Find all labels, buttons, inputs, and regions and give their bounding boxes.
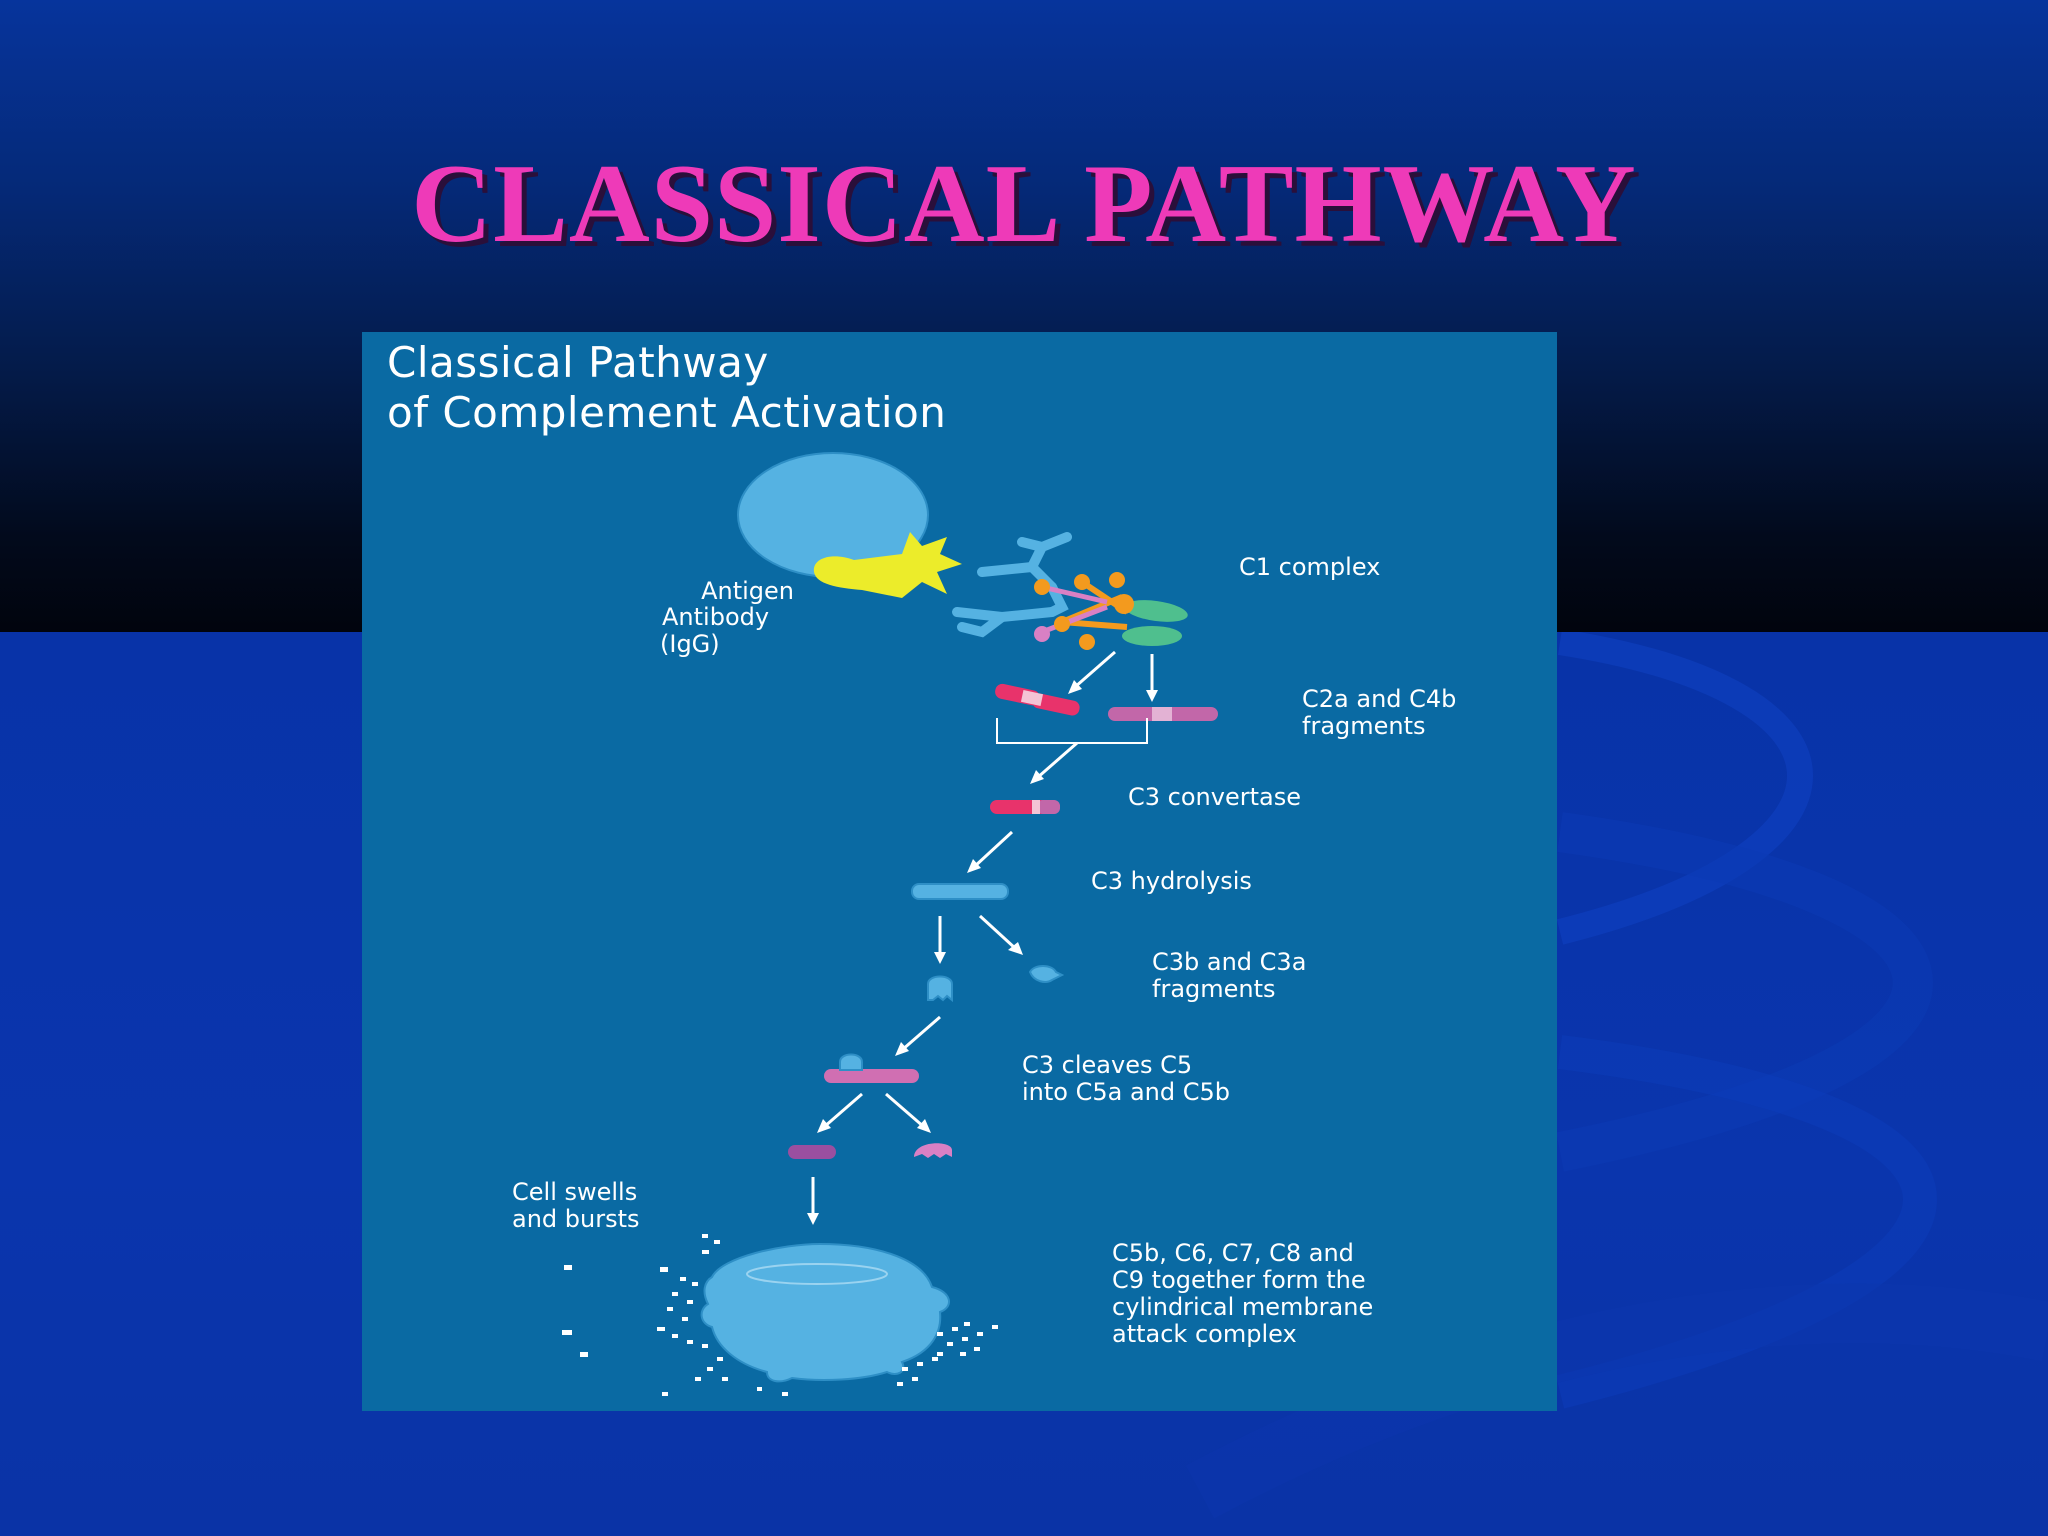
c1-complex-icon <box>1034 572 1188 650</box>
c3-molecule-icon <box>911 883 1009 900</box>
c3-convertase-label: C3 convertase <box>1128 783 1301 811</box>
antigen-label: Antigen <box>701 577 794 605</box>
c3-cleaves-c5-label: C3 cleaves C5 into C5a and C5b <box>1022 1051 1231 1107</box>
igg-label: (IgG) <box>660 630 720 658</box>
c3-convertase-icon <box>990 800 1060 814</box>
c2a-fragment-icon <box>995 683 1080 716</box>
membrane-attack-complex-label: C5b, C6, C7, C8 and C9 together form the… <box>1112 1239 1374 1349</box>
c1-complex-label: C1 complex <box>1239 553 1381 581</box>
pathway-figure: Classical Pathway of Complement Activati… <box>362 332 1557 1411</box>
antibody-label: Antibody <box>662 603 770 631</box>
slide-title: CLASSICAL PATHWAY <box>411 142 1637 266</box>
c2a-c4b-label: C2a and C4b fragments <box>1302 685 1457 741</box>
decorative-swirls <box>1185 632 2048 1519</box>
c4b-fragment-icon <box>1108 707 1218 721</box>
c3-hydrolysis-label: C3 hydrolysis <box>1091 867 1252 895</box>
lysed-cell-icon <box>700 1242 950 1383</box>
cell-swells-label: Cell swells and bursts <box>512 1178 640 1234</box>
pathway-diagram <box>562 452 1218 1396</box>
c3b-fragment-icon <box>927 975 953 1003</box>
antibody-igg-icon <box>952 532 1072 638</box>
arrow-icon <box>1074 650 1154 694</box>
c5-molecule-icon <box>824 1053 919 1083</box>
c5a-fragment-icon <box>914 1143 952 1158</box>
cell-debris-icon <box>562 1234 998 1396</box>
figure-title: Classical Pathway of Complement Activati… <box>387 338 947 437</box>
c3a-fragment-icon <box>1028 965 1065 983</box>
antigen-binding-icon <box>813 532 962 598</box>
c5b-fragment-icon <box>788 1145 836 1159</box>
c3b-c3a-label: C3b and C3a fragments <box>1152 948 1307 1004</box>
